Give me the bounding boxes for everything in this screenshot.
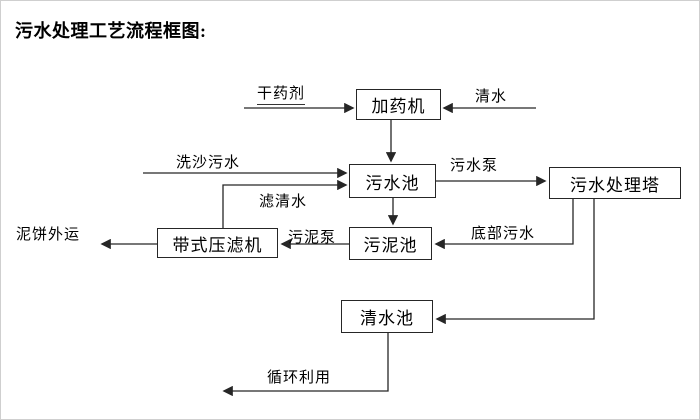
flow-label-filtered-water: 滤清水 [259,194,308,210]
node-sewage-pool: 污水池 [349,164,436,198]
flow-label-sand-wash-sewage: 洗沙污水 [176,155,241,171]
node-dosing-machine: 加药机 [356,89,441,120]
node-clean-water-pool: 清水池 [341,300,433,333]
flow-label-mud-cake-out: 泥饼外运 [16,227,81,243]
edge-filtered-water-to-sewage-pool [222,179,348,228]
node-belt-filter-press: 带式压滤机 [157,228,278,258]
flow-label-clean-water: 清水 [475,89,508,105]
node-sludge-pool: 污泥池 [349,227,432,260]
page-title: 污水处理工艺流程框图: [15,21,207,41]
node-treatment-tower: 污水处理塔 [549,167,681,199]
flow-label-sludge-pump: 污泥泵 [288,230,337,246]
flow-label-dry-agent: 干药剂 [257,82,306,105]
flow-label-sewage-pump: 污水泵 [450,158,499,174]
flow-label-bottom-sewage: 底部污水 [471,226,536,242]
edge-tower-to-clean-water-pool [435,199,595,325]
edge-tower-bottom-sewage-to-sludge-pool [434,199,574,250]
edge-clean-water-pool-to-recycle [222,333,389,397]
flow-label-recycle-use: 循环利用 [267,370,332,386]
